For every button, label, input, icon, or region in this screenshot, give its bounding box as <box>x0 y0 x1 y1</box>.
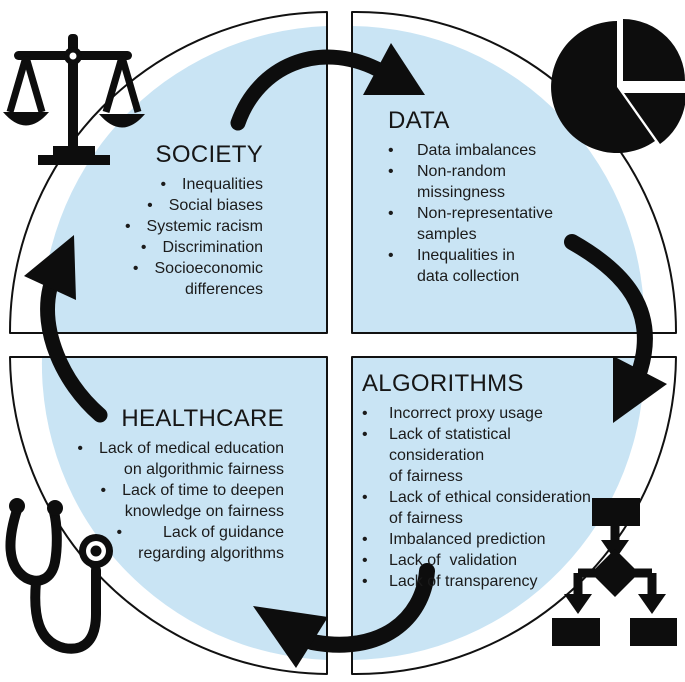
bullet-glyph: • <box>388 142 394 159</box>
healthcare-list: •Lack of medical education on algorithmi… <box>44 438 284 564</box>
list-item: •Incorrect proxy usage <box>362 405 543 422</box>
bullet-glyph: • <box>362 552 368 569</box>
bullet-glyph: • <box>116 524 123 541</box>
bullet-glyph: • <box>132 260 139 277</box>
stethoscope-icon <box>5 498 113 654</box>
healthcare-quadrant-fill <box>41 357 327 660</box>
algorithms-title: ALGORITHMS <box>362 370 524 397</box>
bullet-glyph: • <box>147 197 153 214</box>
bullet-glyph: • <box>140 239 147 256</box>
data-list: •Data imbalances •Non-random missingness… <box>388 140 588 287</box>
bullet-glyph: • <box>100 482 107 499</box>
list-item: •Data imbalances <box>388 142 537 159</box>
list-item: •Social biases <box>147 197 263 214</box>
list-item: •Socioeconomic differences <box>132 260 263 298</box>
bullet-glyph: • <box>362 426 368 443</box>
list-item: •Inequalities <box>160 176 263 193</box>
bullet-glyph: • <box>388 163 394 180</box>
algorithms-section: ALGORITHMS •Incorrect proxy usage •Lack … <box>362 370 607 592</box>
society-list: •Inequalities •Social biases •Systemic r… <box>83 174 263 300</box>
data-section: DATA •Data imbalances •Non-random missin… <box>388 107 588 287</box>
arrow-data-to-algorithms <box>564 234 667 423</box>
bullet-glyph: • <box>77 440 83 457</box>
healthcare-quadrant-outline <box>9 356 328 675</box>
arrow-healthcare-to-society <box>24 235 108 423</box>
healthcare-title: HEALTHCARE <box>121 405 284 432</box>
bullet-glyph: • <box>388 247 394 264</box>
bullet-glyph: • <box>160 176 167 193</box>
society-quadrant-outline <box>8 11 328 334</box>
list-item: •Non-random missingness <box>388 163 506 201</box>
arrowhead <box>253 606 328 668</box>
list-item: •Systemic racism <box>124 218 263 235</box>
arrowhead <box>363 43 425 95</box>
bullet-glyph: • <box>362 489 368 506</box>
society-title: SOCIETY <box>155 141 263 168</box>
list-item: •Imbalanced prediction <box>362 531 546 548</box>
bullet-glyph: • <box>124 218 131 235</box>
list-item: •Lack of guidance regarding algorithms <box>116 524 284 562</box>
algorithms-list: •Incorrect proxy usage •Lack of statisti… <box>362 403 607 592</box>
arrow-society-to-data <box>230 43 425 131</box>
list-item: •Lack of statistical consideration of fa… <box>362 426 511 485</box>
arrow-algorithms-to-healthcare <box>253 563 435 668</box>
list-item: •Lack of medical education on algorithmi… <box>77 440 284 478</box>
list-item: •Lack of validation <box>362 552 518 569</box>
bullet-glyph: • <box>388 205 394 222</box>
cycle-arrows <box>24 43 667 668</box>
bullet-glyph: • <box>362 573 368 590</box>
society-section: SOCIETY •Inequalities •Social biases •Sy… <box>83 141 263 300</box>
list-item: •Lack of ethical consideration of fairne… <box>362 489 591 527</box>
bullet-glyph: • <box>362 531 368 548</box>
pie-chart-icon <box>551 19 685 153</box>
list-item: •Inequalities in data collection <box>388 247 520 285</box>
list-item: •Lack of transparency <box>362 573 538 590</box>
bullet-glyph: • <box>362 405 368 422</box>
flowchart-icon <box>552 498 677 646</box>
scales-of-justice-icon <box>3 34 145 165</box>
data-quadrant-fill <box>352 26 645 333</box>
arrowhead <box>613 356 667 423</box>
data-title: DATA <box>388 107 450 134</box>
healthcare-section: HEALTHCARE •Lack of medical education on… <box>44 405 284 564</box>
arrowhead <box>24 235 76 300</box>
list-item: •Lack of time to deepen knowledge on fai… <box>100 482 285 520</box>
list-item: •Discrimination <box>140 239 263 256</box>
list-item: •Non-representative samples <box>388 205 554 243</box>
